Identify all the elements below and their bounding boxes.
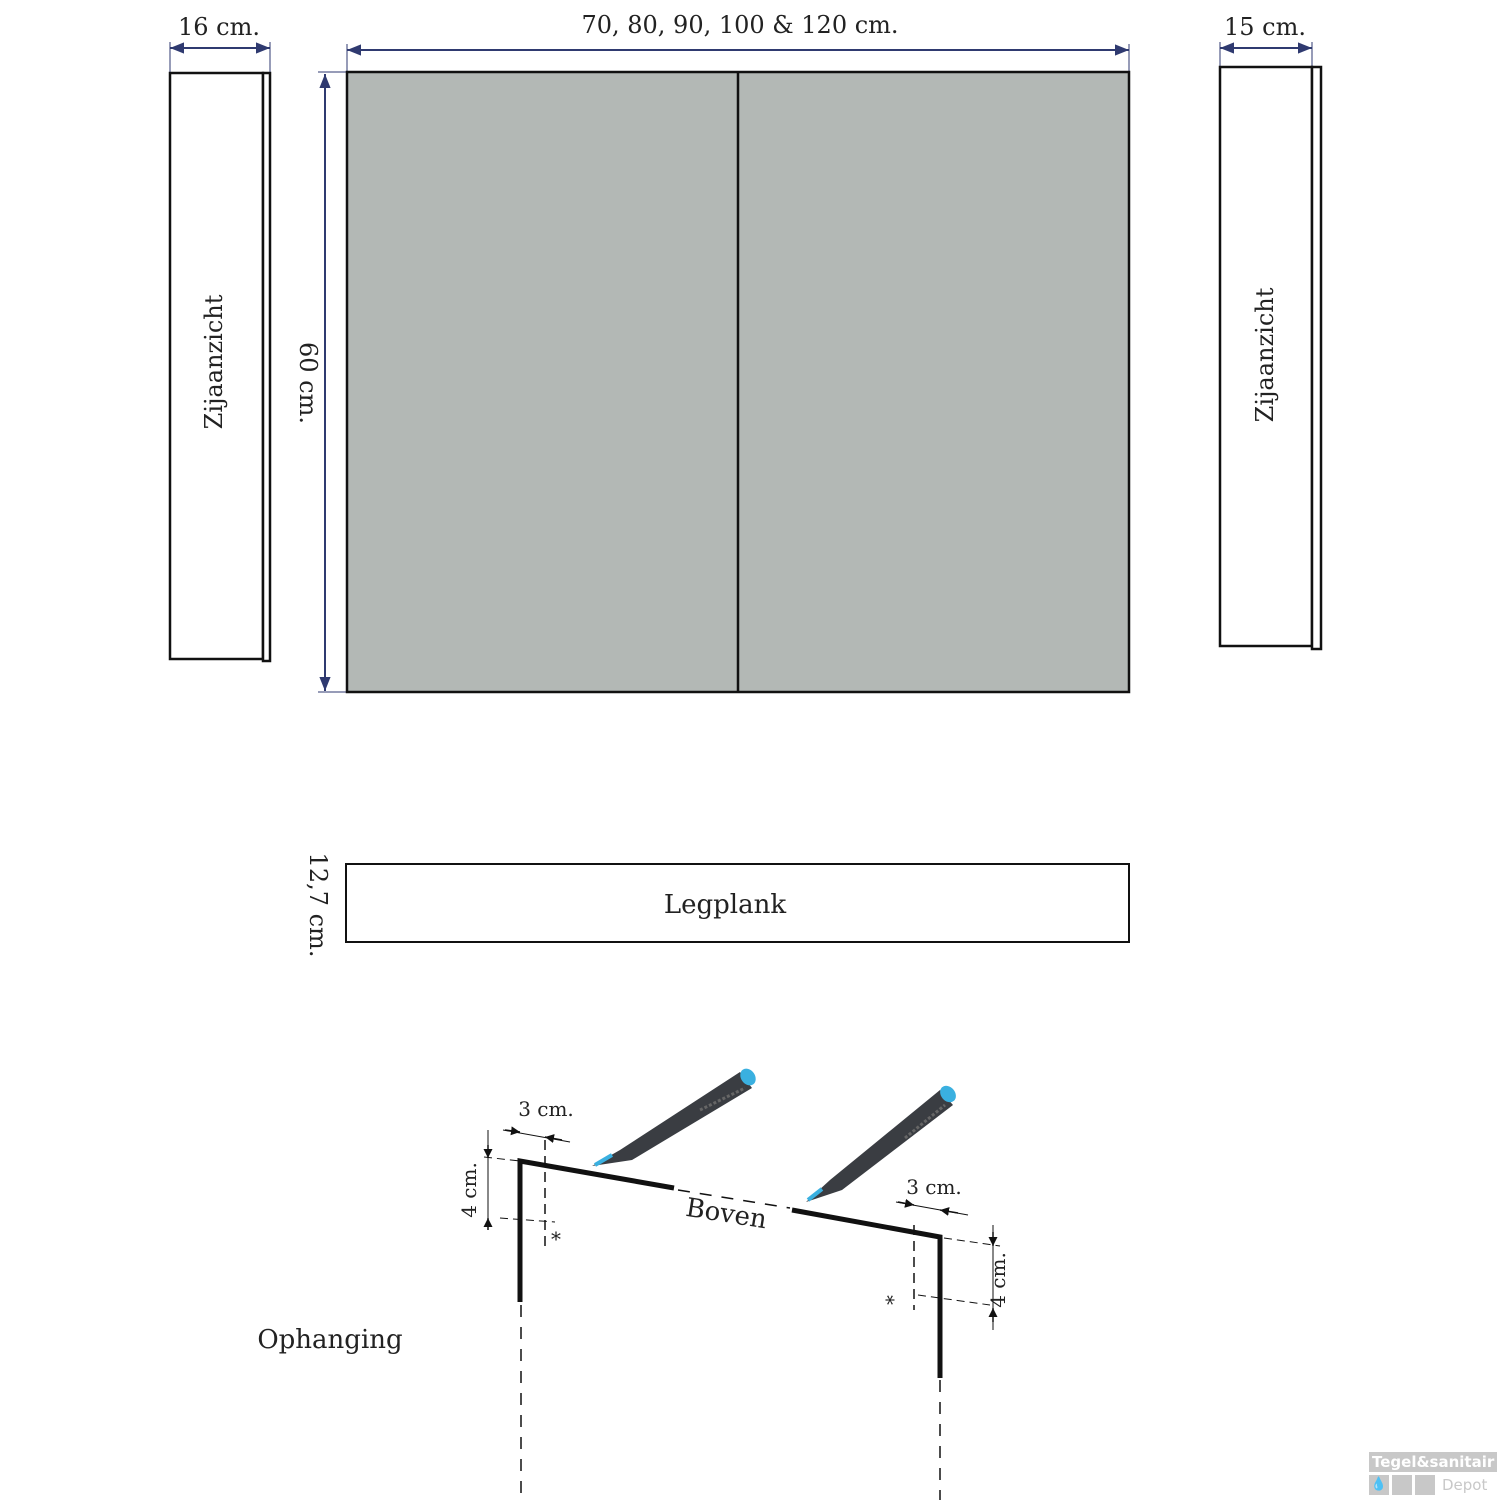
pen-icon [592, 1068, 756, 1167]
left-side-view: 16 cm. Zijaanzicht [168, 13, 272, 663]
watermark-brand: Tegel&sanitair [1369, 1452, 1497, 1472]
left-depth-label: 16 cm. [178, 13, 260, 41]
shelf-label: Legplank [664, 890, 787, 920]
left-mark-line [517, 1158, 675, 1302]
left-marker: * [551, 1227, 561, 1251]
right-side-panel [1218, 65, 1314, 648]
right-mark-line [791, 1207, 943, 1378]
front-view: 70, 80, 90, 100 & 120 cm. 60 cm. [294, 11, 1131, 694]
watermark-sub: Depot [1442, 1476, 1488, 1494]
shelf-rect [345, 863, 1130, 943]
top-label: Boven [684, 1193, 770, 1235]
right-side-view-label: Zijaanzicht [1251, 287, 1279, 422]
right-side-view: 15 cm. Zijaanzicht [1218, 13, 1323, 651]
height-label: 60 cm. [294, 342, 322, 424]
right-marker: * [881, 1295, 905, 1305]
left-side-view-label: Zijaanzicht [200, 294, 228, 429]
right-offset-label: 3 cm. [906, 1175, 962, 1199]
right-drop-label: 4 cm. [986, 1252, 1010, 1308]
mounting-diagram: Ophanging 3 cm. 4 cm. * Boven 3 cm. 4 cm… [257, 1068, 1010, 1500]
mounting-label: Ophanging [257, 1325, 402, 1355]
shelf-height-label: 12,7 cm. [304, 853, 332, 958]
left-offset-label: 3 cm. [518, 1097, 574, 1121]
left-side-panel [168, 71, 265, 661]
shelf: Legplank 12,7 cm. [304, 853, 1130, 958]
width-label: 70, 80, 90, 100 & 120 cm. [581, 11, 898, 39]
pen-icon [806, 1085, 956, 1202]
right-depth-label: 15 cm. [1224, 13, 1306, 41]
left-drop-label: 4 cm. [457, 1162, 481, 1218]
watermark-logo: Tegel&sanitair 💧 Depot [1369, 1452, 1497, 1495]
drop-icon: 💧 [1369, 1475, 1389, 1495]
